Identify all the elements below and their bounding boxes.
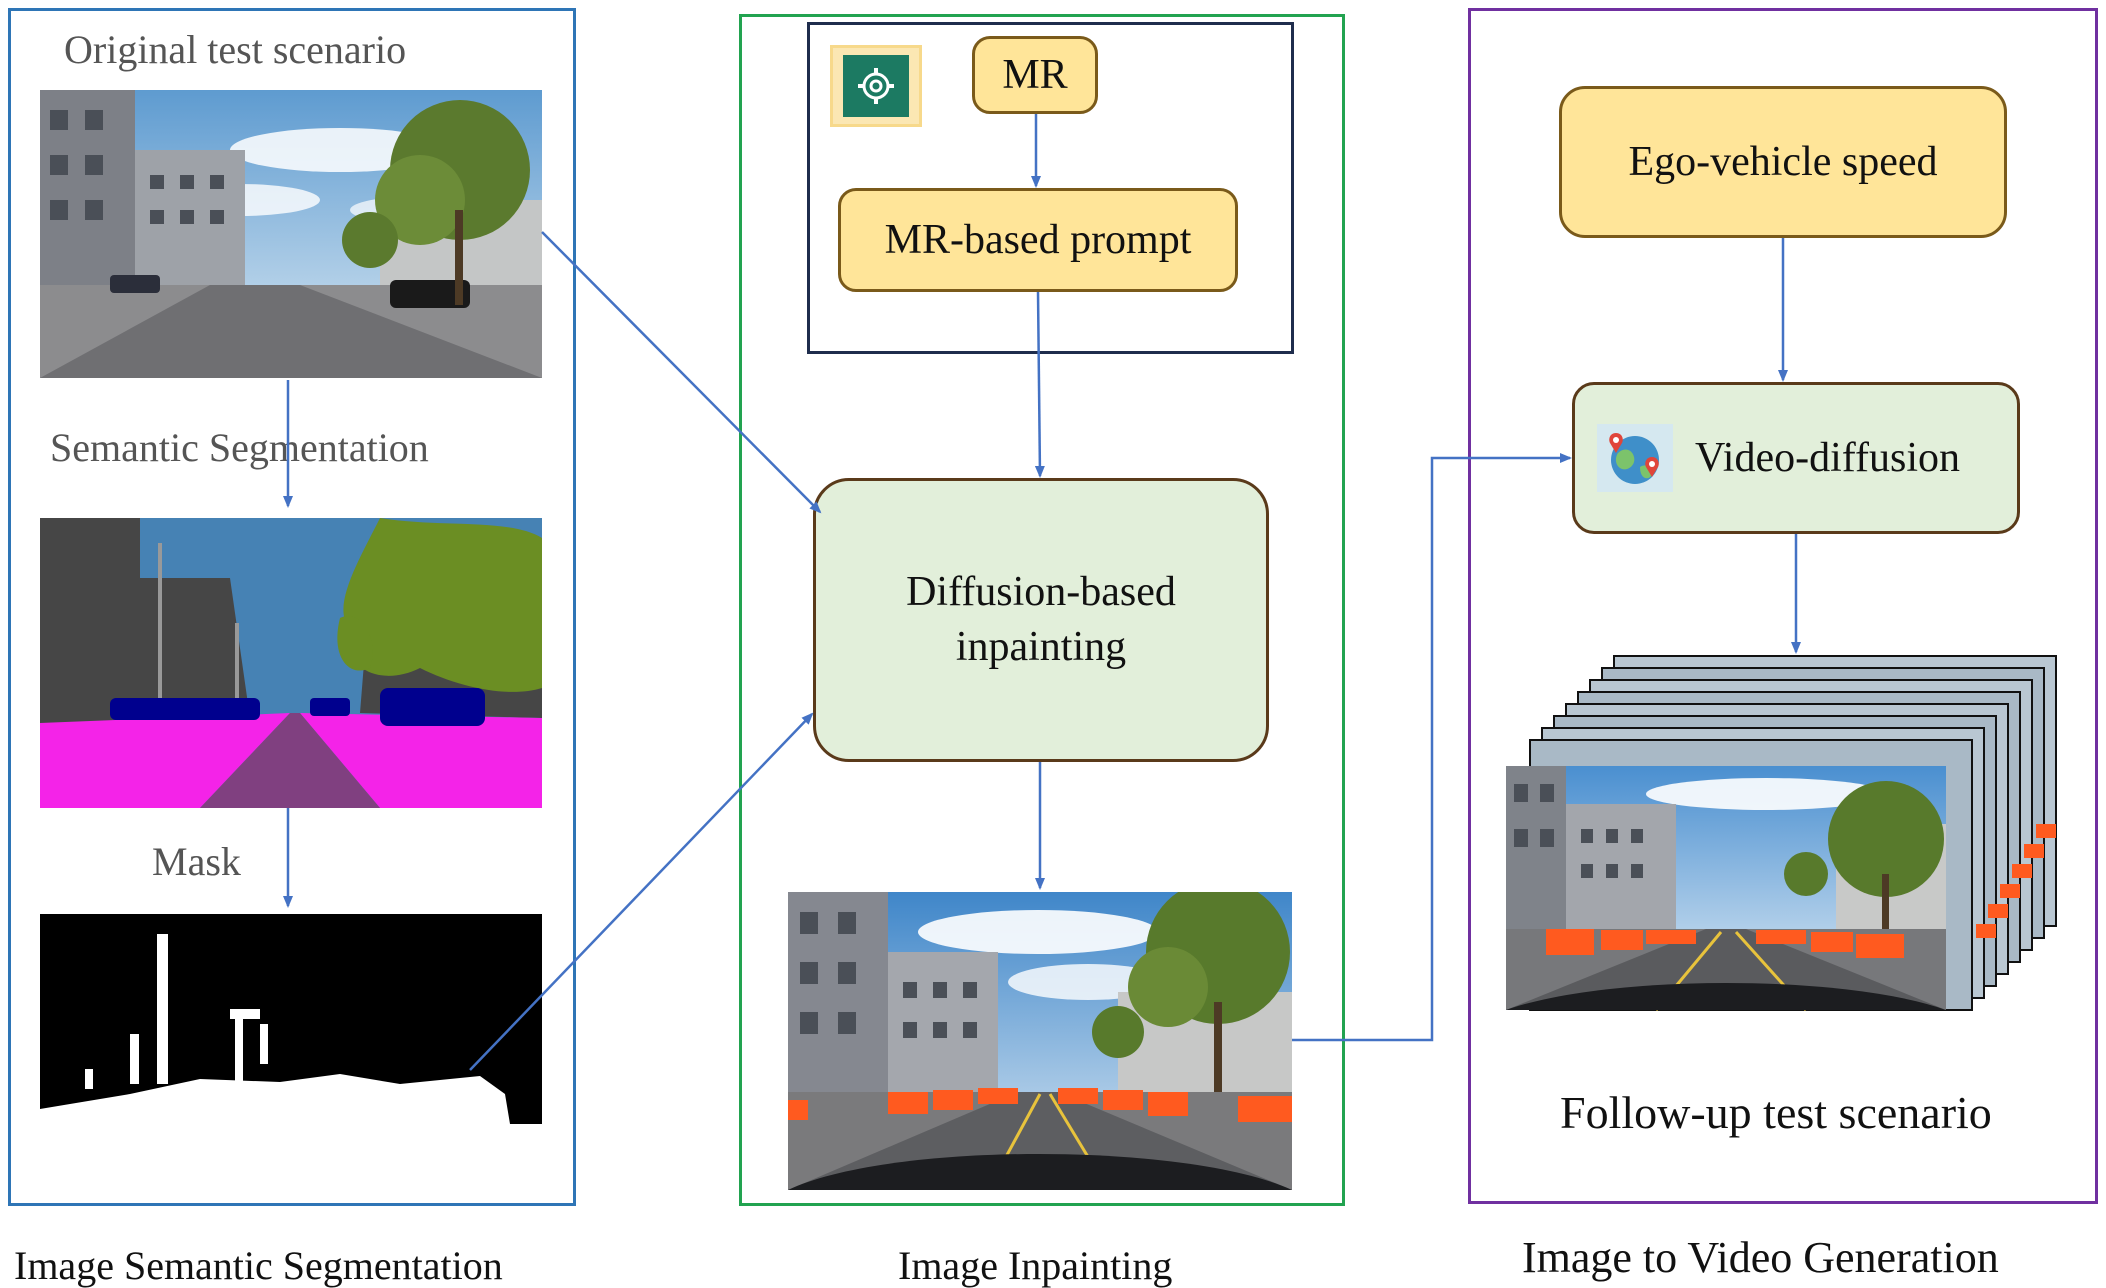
inpainted-image xyxy=(788,892,1292,1190)
segmentation-caption: Image Semantic Segmentation xyxy=(14,1243,503,1288)
semantic-segmentation-label: Semantic Segmentation xyxy=(50,425,429,470)
video-panel xyxy=(1468,8,2098,1204)
globe-map-pin-icon xyxy=(1597,424,1673,492)
mr-prompt-box xyxy=(807,22,1294,354)
ego-speed-node: Ego-vehicle speed xyxy=(1559,86,2007,238)
mask-label: Mask xyxy=(152,839,241,884)
video-diffusion-label: Video-diffusion xyxy=(1695,434,1961,481)
followup-scenario-label: Follow-up test scenario xyxy=(1560,1087,1992,1138)
inpainting-panel xyxy=(739,14,1345,1206)
diffusion-inpainting-label: Diffusion-based inpainting xyxy=(906,569,1176,670)
mr-prompt-node: MR-based prompt xyxy=(838,188,1238,292)
mr-label: MR xyxy=(1002,51,1068,98)
video-caption: Image to Video Generation xyxy=(1522,1233,1999,1282)
segmentation-map-image xyxy=(40,518,542,808)
video-frame-stack xyxy=(1506,654,2062,1014)
ego-speed-label: Ego-vehicle speed xyxy=(1628,138,1938,185)
mask-image xyxy=(40,914,542,1124)
segmentation-panel xyxy=(8,8,576,1206)
mr-prompt-label: MR-based prompt xyxy=(884,216,1192,263)
video-diffusion-node: Video-diffusion xyxy=(1572,382,2020,534)
inpainting-caption: Image Inpainting xyxy=(898,1243,1173,1288)
mr-node: MR xyxy=(972,36,1098,114)
chatbot-gear-icon xyxy=(830,45,922,127)
original-scenario-label: Original test scenario xyxy=(64,27,407,72)
original-street-image xyxy=(40,90,542,378)
diffusion-inpainting-node: Diffusion-based inpainting xyxy=(813,478,1269,762)
